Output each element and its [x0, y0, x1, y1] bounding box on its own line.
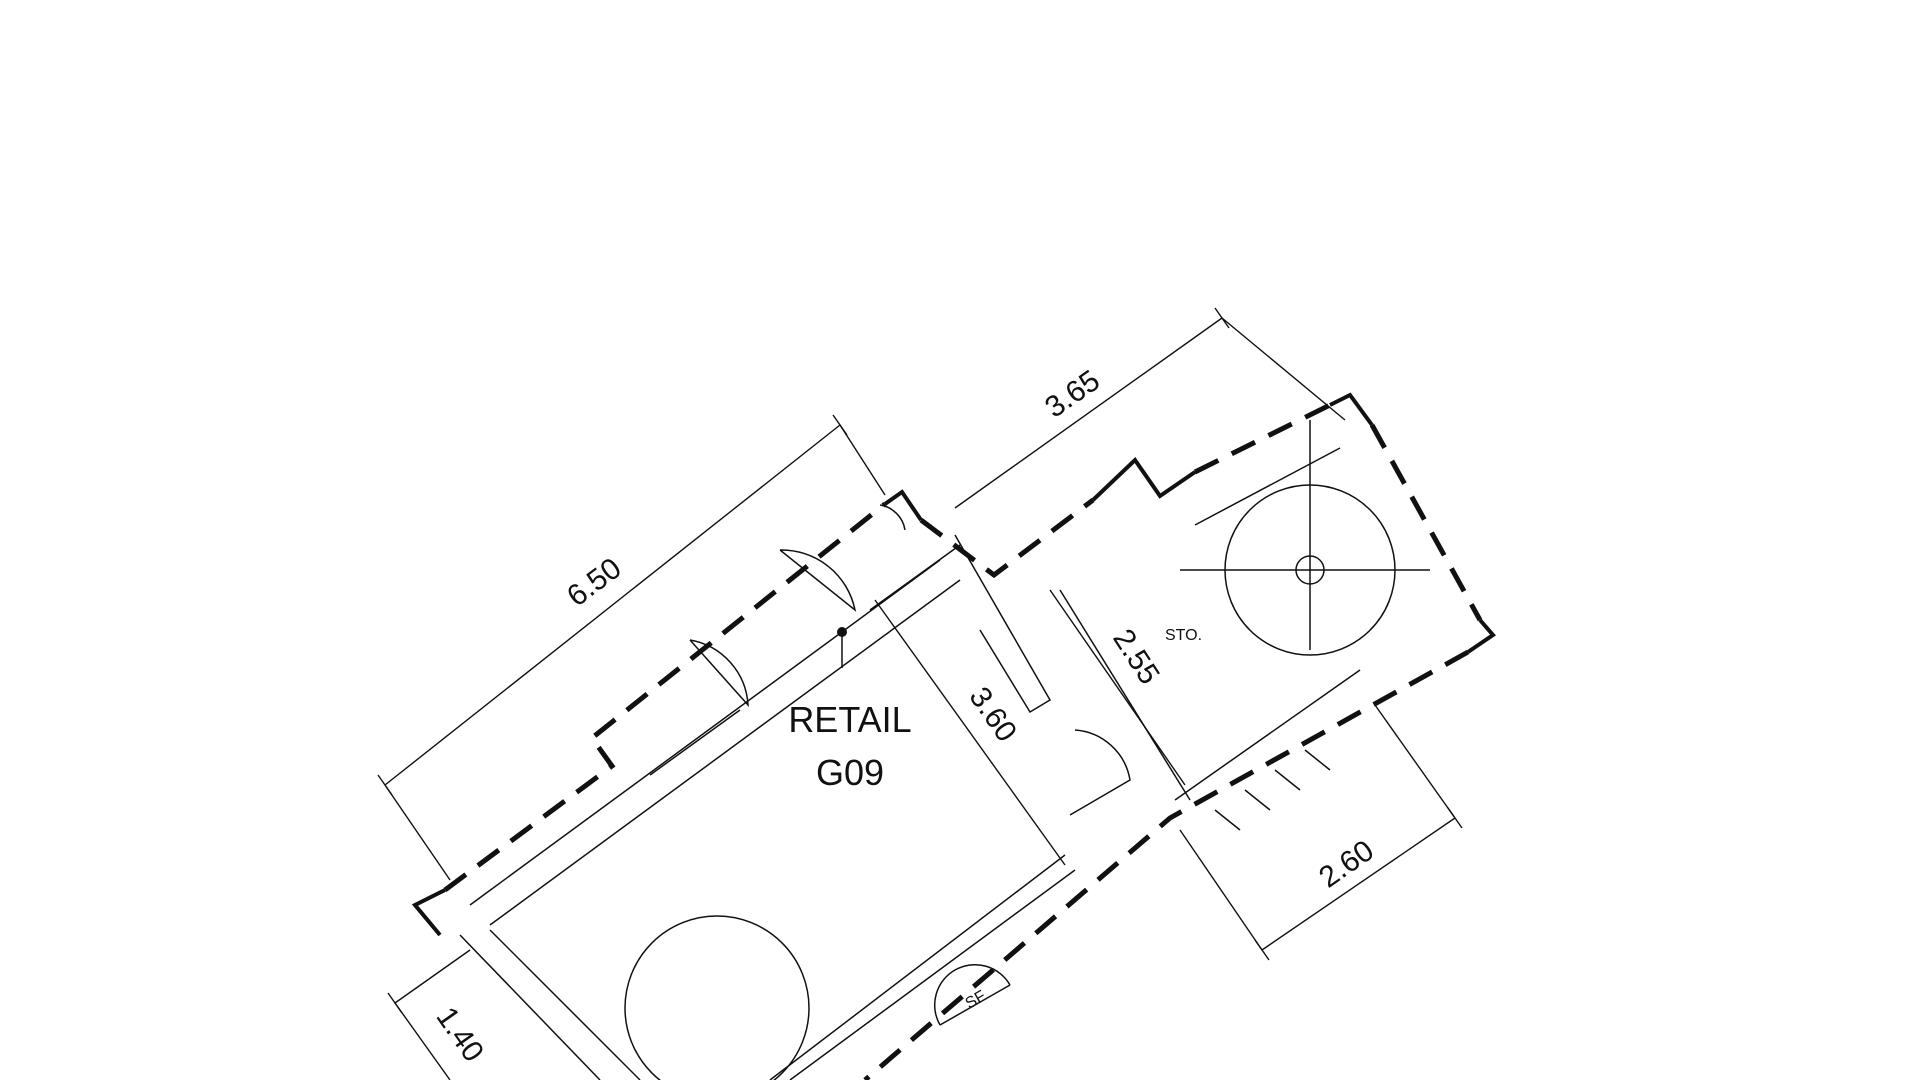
- glazing-line: [649, 709, 741, 776]
- dim-line-1-40: [394, 949, 471, 1004]
- dim-3-60: 3.60: [963, 681, 1024, 748]
- dim-line-6-50: [384, 424, 841, 786]
- retail-left-inner: [489, 929, 641, 1081]
- retail-left-outer: [459, 934, 601, 1081]
- top-middle-wall: [919, 498, 1095, 579]
- dim-line-3-60: [874, 599, 1066, 866]
- store-corner-right: [1329, 392, 1374, 427]
- dim-6-50: 6.50: [561, 552, 627, 613]
- store-top-step: [1091, 456, 1197, 502]
- step-2: [1244, 789, 1271, 811]
- door-swing-2: [779, 549, 857, 612]
- dim-ext-1-40: [394, 1002, 451, 1081]
- door-swing-small: [879, 504, 906, 531]
- sf-symbol-label: SF: [963, 988, 989, 1013]
- step-1: [1214, 809, 1241, 831]
- dim-1-40: 1.40: [430, 1001, 491, 1068]
- store-inner-wall-left: [1059, 589, 1191, 801]
- room-tag-leader: [837, 627, 847, 668]
- retail-bottom-inner: [769, 854, 1066, 1081]
- store-inner-wall-top: [1194, 447, 1341, 526]
- interior-lines: [459, 447, 1361, 1081]
- dimension-lines: [377, 307, 1463, 1081]
- top-left-wall: [443, 502, 887, 893]
- step-4: [1304, 749, 1331, 771]
- dim-line-2-60: [1261, 817, 1456, 951]
- retail-bottom-inner-2: [789, 869, 1076, 1081]
- dim-line-3-65: [954, 317, 1223, 509]
- dim-ext-3-65: [1221, 317, 1346, 421]
- door-swing-store: [1069, 729, 1131, 816]
- room-number: G09: [816, 752, 884, 793]
- store-label: STO.: [1165, 627, 1202, 644]
- store-right-wall: [1369, 423, 1483, 622]
- dim-line-2-55: [1049, 589, 1186, 786]
- doors: [689, 504, 1131, 816]
- outer-walls: [411, 392, 1496, 1082]
- store-top-wall: [1193, 402, 1332, 475]
- retail-inner-wall-top: [469, 559, 941, 906]
- dim-ext-6-50-a: [384, 784, 451, 881]
- dim-ext-2-60-a: [1179, 829, 1263, 951]
- store-inner-wall-bottom: [1174, 669, 1361, 801]
- fixtures: [624, 420, 1430, 1085]
- dim-2-60: 2.60: [1313, 834, 1380, 895]
- store-corner-bottom: [1466, 618, 1496, 654]
- retail-turning-circle: [624, 915, 810, 1085]
- dim-ext-2-60-b: [1374, 704, 1456, 819]
- sf-symbol-base: [939, 984, 1011, 1026]
- wall-corner-top: [883, 489, 923, 522]
- glazing-line-2: [869, 544, 961, 611]
- left-end-wall: [411, 888, 446, 937]
- dim-3-65: 3.65: [1039, 364, 1106, 425]
- room-name: RETAIL: [788, 699, 911, 740]
- bottom-wall: [863, 649, 1470, 1082]
- dim-ext-6-50-b: [839, 424, 886, 496]
- partition-column: [954, 534, 1052, 714]
- step-3: [1274, 769, 1301, 791]
- labels: RETAIL G09 STO. 6.50 3.65 3.60 2.55 2.60…: [430, 364, 1380, 1068]
- retail-inner-wall-top-2: [489, 579, 961, 926]
- door-swing-1: [689, 639, 749, 708]
- sf-symbol-arc: [933, 963, 1011, 1026]
